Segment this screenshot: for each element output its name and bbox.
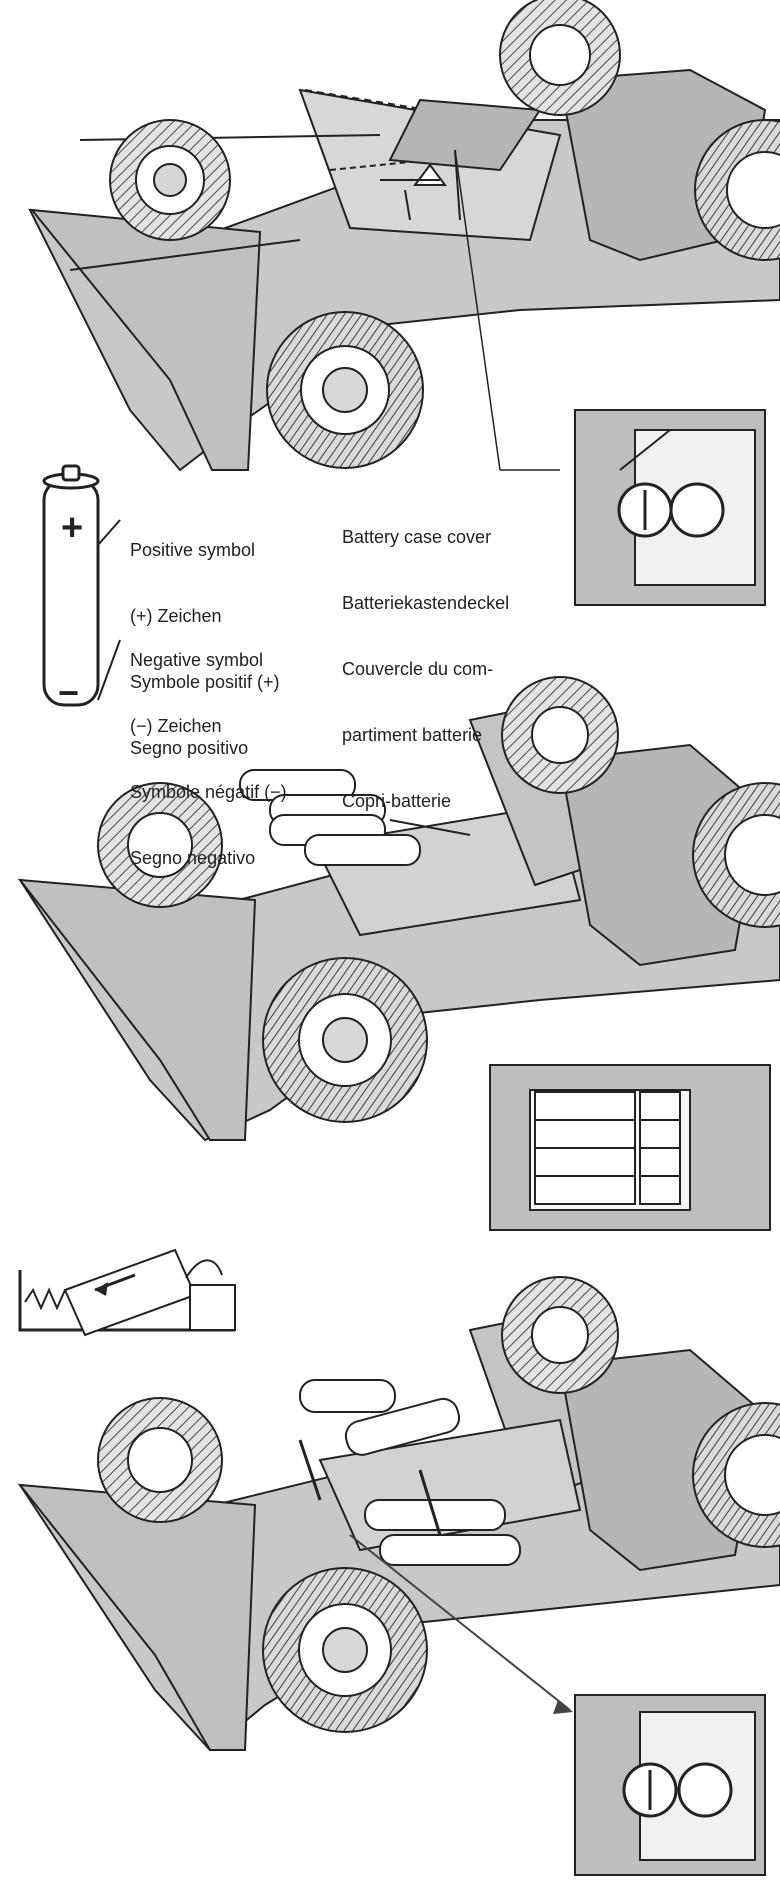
positive-label-en: Positive symbol bbox=[130, 540, 256, 560]
negative-label-it: Segno negativo bbox=[130, 848, 256, 868]
battery-symbol-diagram: + − bbox=[42, 464, 121, 713]
car-middle-view bbox=[17, 676, 780, 1142]
battery-cover-label-fr-2: partiment batterie bbox=[342, 725, 483, 745]
battery-cover-label: Battery case cover Batteriekastendeckel … bbox=[342, 482, 509, 856]
battery-cover-label-it: Copri-batterie bbox=[342, 791, 452, 811]
battery-insert-detail bbox=[18, 1248, 236, 1337]
negative-label-de: (−) Zeichen bbox=[130, 716, 222, 736]
car-bottom-view bbox=[17, 1276, 780, 1752]
plus-symbol: + bbox=[61, 507, 83, 549]
minus-symbol: − bbox=[58, 672, 79, 713]
negative-label-fr: Symbole négatif (−) bbox=[130, 782, 287, 802]
battery-case-cover-inset bbox=[574, 409, 766, 606]
battery-cover-label-de: Batteriekastendeckel bbox=[342, 593, 510, 613]
negative-symbol-label: Negative symbol (−) Zeichen Symbole néga… bbox=[130, 605, 287, 913]
battery-arrangement-inset bbox=[489, 1064, 771, 1231]
negative-label-en: Negative symbol bbox=[130, 650, 264, 670]
battery-cover-label-en: Battery case cover bbox=[342, 527, 492, 547]
battery-cover-label-fr-1: Couvercle du com- bbox=[342, 659, 494, 679]
positive-label-de: (+) Zeichen bbox=[130, 606, 222, 626]
battery-cover-close-inset bbox=[574, 1694, 766, 1876]
positive-label-fr: Symbole positif (+) bbox=[130, 672, 280, 692]
car-top-view bbox=[28, 0, 780, 472]
positive-symbol-label: Positive symbol (+) Zeichen Symbole posi… bbox=[130, 495, 280, 803]
positive-label-it: Segno positivo bbox=[130, 738, 249, 758]
